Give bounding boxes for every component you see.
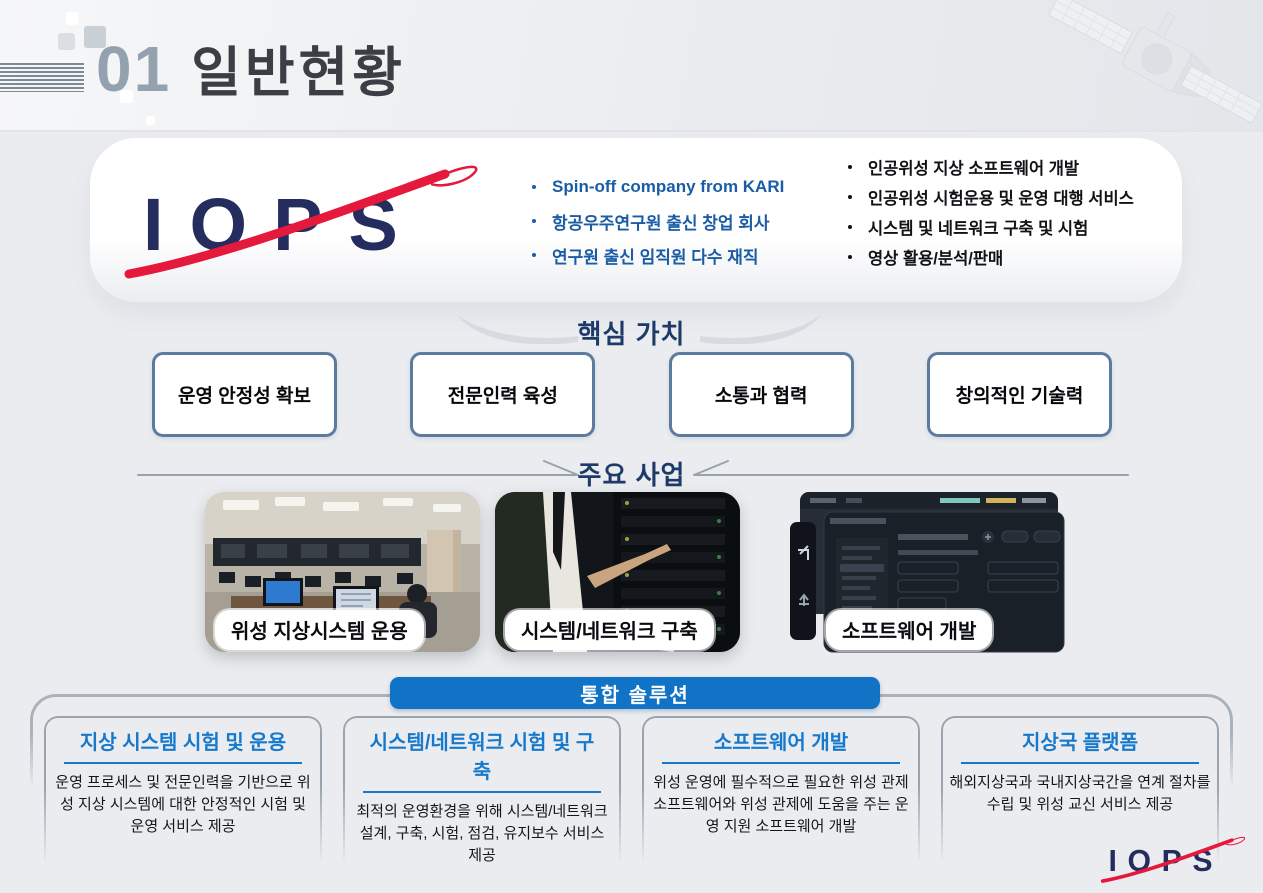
solution-card: 지상국 플랫폼 해외지상국과 국내지상국간을 연계 절차를 수립 및 위성 교신… (941, 716, 1219, 872)
highlight-text: 시스템 및 네트워크 구축 및 시험 (868, 220, 1089, 238)
core-values-title: 핵심 가치 (577, 319, 686, 349)
list-item: 시스템 및 네트워크 구축 및 시험 (848, 212, 1134, 242)
square-decoration (120, 90, 133, 103)
highlight-text: 연구원 출신 임직원 다수 재직 (552, 247, 759, 267)
list-item: Spin-off company from KARI (532, 170, 784, 204)
square-decoration (84, 26, 106, 48)
bullet-icon (848, 225, 852, 229)
bullet-icon (848, 195, 852, 199)
photo-label: 소프트웨어 개발 (826, 610, 993, 650)
card-title: 소프트웨어 개발 (662, 726, 900, 764)
iops-logo: IOPS (124, 165, 478, 279)
value-box: 운영 안정성 확보 (152, 352, 337, 437)
list-item: 영상 활용/분석/판매 (848, 242, 1134, 272)
logo-swoosh-loop (1225, 836, 1246, 846)
solution-card: 지상 시스템 시험 및 운용 운영 프로세스 및 전문인력을 기반으로 위성 지… (44, 716, 322, 872)
card-body: 위성 운영에 필수적으로 필요한 위성 관제소프트웨어와 위성 관제에 도움을 … (653, 774, 909, 835)
core-values-row: 운영 안정성 확보 전문인력 육성 소통과 협력 창의적인 기술력 (152, 352, 1112, 437)
solution-cards: 지상 시스템 시험 및 운용 운영 프로세스 및 전문인력을 기반으로 위성 지… (44, 716, 1219, 872)
header-divider (0, 130, 1263, 132)
square-decoration (66, 12, 79, 25)
card-title: 지상 시스템 시험 및 운용 (64, 726, 302, 764)
list-item: 연구원 출신 임직원 다수 재직 (532, 238, 784, 272)
highlight-text: 인공위성 지상 소프트웨어 개발 (868, 160, 1080, 178)
wing-decoration (456, 314, 578, 344)
card-title: 지상국 플랫폼 (961, 726, 1199, 764)
photo-frame (205, 492, 480, 652)
header: 01 일반현황 (96, 28, 406, 107)
card-title: 시스템/네트워크 시험 및 구축 (363, 726, 601, 793)
card-body: 운영 프로세스 및 전문인력을 기반으로 위성 지상 시스템에 대한 안정적인 … (55, 774, 311, 835)
solution-card: 소프트웨어 개발 위성 운영에 필수적으로 필요한 위성 관제소프트웨어와 위성… (642, 716, 920, 872)
software-dev-photo: 소프트웨어 개발 (790, 492, 1075, 653)
main-business-title: 주요 사업 (577, 460, 686, 490)
control-room-illustration (205, 492, 480, 652)
page-title: 일반현황 (191, 43, 406, 103)
card-body: 최적의 운영환경을 위해 시스템/네트워크 설계, 구축, 시험, 점검, 유지… (356, 803, 608, 864)
iops-footer-logo-text: IOPS (1108, 845, 1223, 878)
list-item: 인공위성 시험운용 및 운영 대행 서비스 (848, 182, 1134, 212)
highlight-text: 인공위성 시험운용 및 운영 대행 서비스 (868, 190, 1134, 208)
photo-label: 위성 지상시스템 운용 (215, 610, 424, 650)
highlight-text: 영상 활용/분석/판매 (868, 250, 1004, 268)
header-stripes-decoration (0, 63, 84, 92)
solution-card: 시스템/네트워크 시험 및 구축 최적의 운영환경을 위해 시스템/네트워크 설… (343, 716, 621, 872)
photo-label: 시스템/네트워크 구축 (505, 610, 714, 650)
list-item: 인공위성 지상 소프트웨어 개발 (848, 152, 1134, 182)
ground-system-photo: 위성 지상시스템 운용 (205, 492, 480, 652)
connector-lines (137, 460, 1129, 476)
value-box: 창의적인 기술력 (926, 352, 1112, 437)
bullet-icon (532, 253, 536, 257)
satellite-icon (1048, 0, 1263, 124)
iops-footer-logo: IOPS (1100, 836, 1246, 883)
bullet-icon (532, 219, 536, 223)
bullet-icon (848, 255, 852, 259)
company-highlights-blue: Spin-off company from KARI 항공우주연구원 출신 창업… (532, 170, 784, 272)
highlight-text: 항공우주연구원 출신 창업 회사 (552, 213, 770, 233)
card-body: 해외지상국과 국내지상국간을 연계 절차를 수립 및 위성 교신 서비스 제공 (949, 774, 1211, 813)
value-box: 소통과 협력 (668, 352, 854, 437)
square-decoration (58, 33, 75, 50)
network-build-photo: 시스템/네트워크 구축 (495, 492, 740, 652)
list-item: 항공우주연구원 출신 창업 회사 (532, 204, 784, 238)
section-number: 01 (96, 33, 172, 105)
square-decoration (146, 116, 155, 125)
wing-decoration (700, 314, 822, 344)
bullet-icon (532, 185, 536, 189)
logo-swoosh (1100, 838, 1234, 883)
header-band (0, 0, 1263, 131)
company-highlights-black: 인공위성 지상 소프트웨어 개발 인공위성 시험운용 및 운영 대행 서비스 시… (848, 152, 1134, 272)
integrated-solution-banner: 통합 솔루션 (390, 677, 880, 709)
logo-swoosh (124, 169, 450, 279)
main-business-photos: 위성 지상시스템 운용 (205, 492, 1075, 654)
bullet-icon (848, 165, 852, 169)
iops-logo-text: IOPS (143, 183, 424, 266)
value-box: 전문인력 육성 (410, 352, 596, 437)
company-intro-panel (90, 138, 1182, 302)
highlight-text: Spin-off company from KARI (552, 177, 785, 196)
logo-swoosh-loop (430, 165, 478, 187)
